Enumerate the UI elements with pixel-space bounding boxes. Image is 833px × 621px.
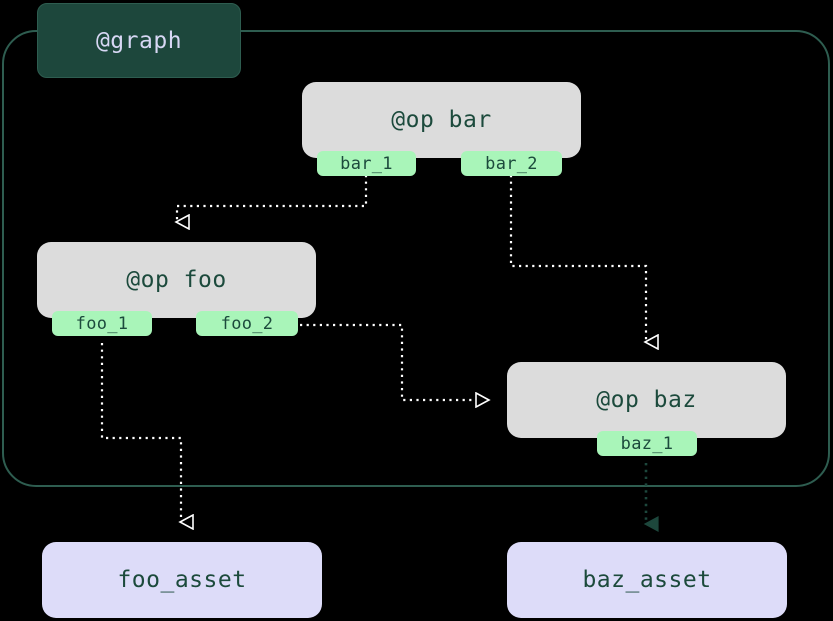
port-bar-2[interactable]: bar_2 — [461, 151, 562, 176]
port-baz-1[interactable]: baz_1 — [597, 431, 697, 456]
asset-node-foo-asset[interactable]: foo_asset — [42, 542, 322, 618]
port-foo-1[interactable]: foo_1 — [52, 311, 152, 336]
op-node-bar[interactable]: @op bar — [302, 82, 581, 158]
op-node-foo[interactable]: @op foo — [37, 242, 316, 318]
subgraph-graph-border — [2, 30, 830, 487]
asset-node-baz-asset[interactable]: baz_asset — [507, 542, 787, 618]
port-foo-2[interactable]: foo_2 — [196, 311, 298, 336]
op-node-baz[interactable]: @op baz — [507, 362, 786, 438]
port-bar-1[interactable]: bar_1 — [317, 151, 416, 176]
subgraph-label-graph[interactable]: @graph — [37, 3, 241, 78]
